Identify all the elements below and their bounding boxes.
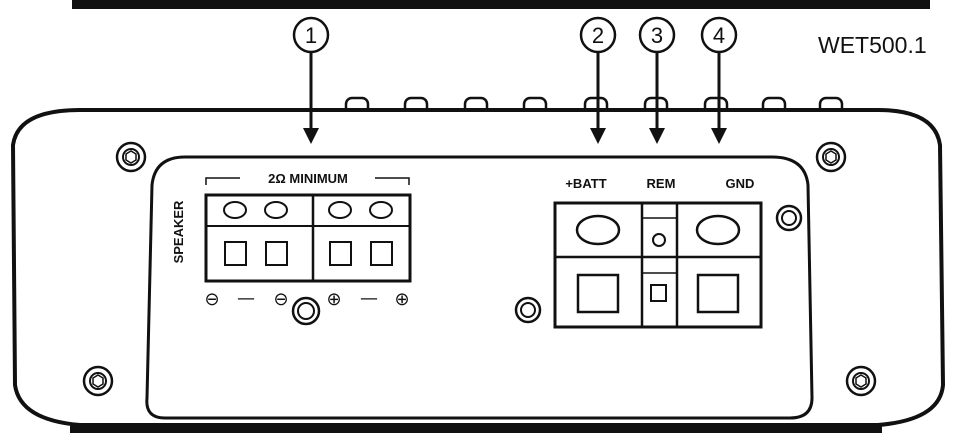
polarity-dash-2: —	[360, 288, 378, 309]
callout-2: 2	[579, 16, 617, 144]
corner-screw-top-right	[815, 141, 847, 173]
svg-text:1: 1	[305, 23, 317, 48]
polarity-neg-2: ⊖	[273, 289, 288, 310]
housing-base-line	[70, 426, 882, 433]
top-bar	[72, 0, 930, 9]
polarity-neg-1: ⊖	[204, 289, 219, 310]
model-code: WET500.1	[818, 32, 927, 58]
batt-label: +BATT	[565, 176, 606, 191]
panel-screw-left-power	[514, 296, 542, 324]
svg-text:2: 2	[592, 23, 604, 48]
callout-3: 3	[638, 16, 676, 144]
polarity-dash-1: —	[237, 288, 255, 309]
callout-4: 4	[700, 16, 738, 144]
svg-text:4: 4	[713, 23, 725, 48]
speaker-side-label: SPEAKER	[171, 200, 186, 263]
polarity-pos-1: ⊕	[326, 289, 341, 310]
corner-screw-top-left	[115, 141, 147, 173]
svg-text:3: 3	[651, 23, 663, 48]
corner-screw-bottom-left	[82, 365, 114, 397]
speaker-header-label: 2Ω MINIMUM	[268, 171, 348, 186]
power-terminal-block: +BATT REM GND	[553, 176, 763, 329]
gnd-label: GND	[726, 176, 755, 191]
panel-screw-right	[775, 204, 803, 232]
callout-1: 1	[292, 16, 330, 144]
speaker-terminal-block: 2Ω MINIMUM SPEAKER ⊖ — ⊖ ⊕ — ⊕	[171, 171, 412, 310]
panel-screw-center-speaker	[291, 296, 321, 326]
polarity-pos-2: ⊕	[394, 289, 409, 310]
rem-label: REM	[647, 176, 676, 191]
corner-screw-bottom-right	[845, 365, 877, 397]
